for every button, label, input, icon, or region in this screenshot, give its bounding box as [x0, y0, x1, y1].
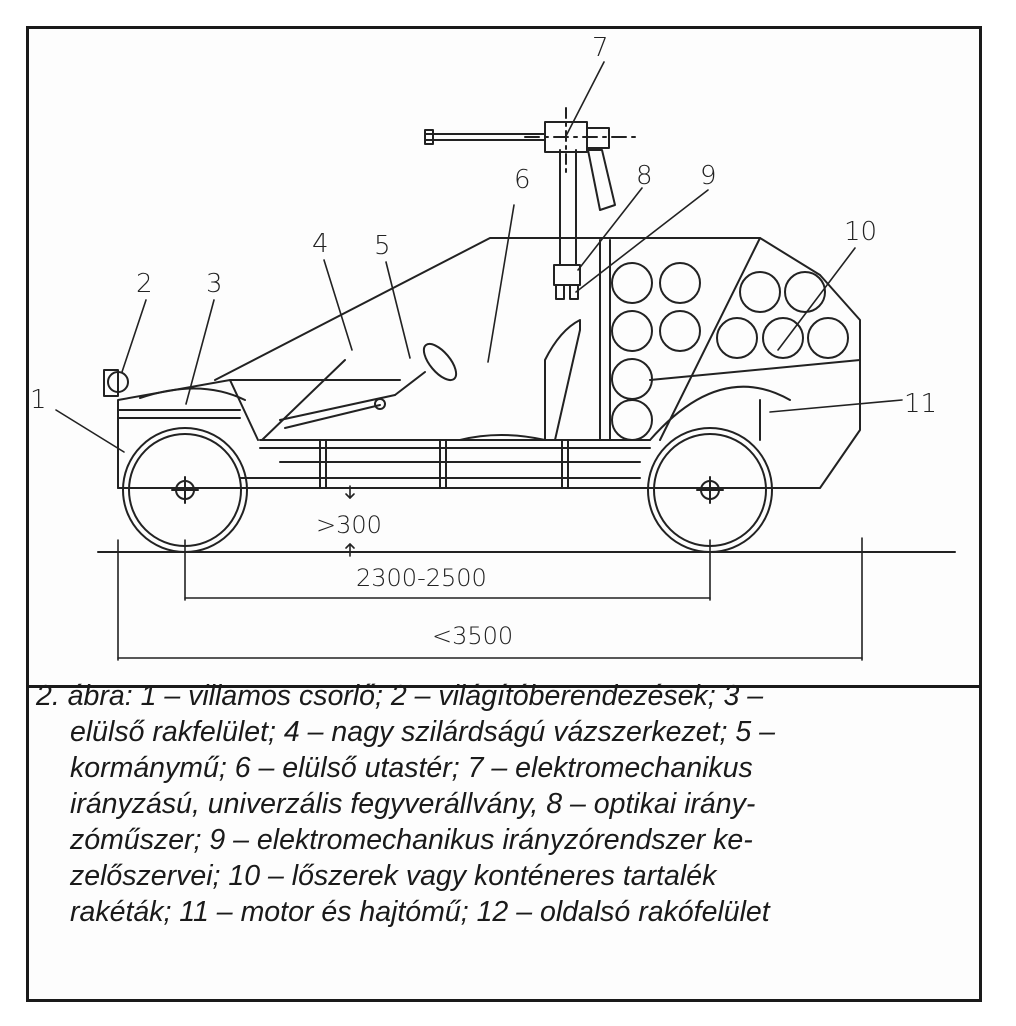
caption-divider: [29, 685, 979, 688]
ammo-containers: [611, 262, 849, 441]
seat: [544, 319, 581, 441]
wheelbase-label: 2300-2500: [356, 564, 487, 592]
light-housing: [103, 369, 119, 397]
caption-line: 2. ábra: 1 – villamos csörlő; 2 – világí…: [36, 680, 764, 712]
callout-7: 7: [592, 33, 609, 63]
roll-cage: [214, 237, 761, 441]
caption-line: kormánymű; 6 – elülső utastér; 7 – elekt…: [70, 752, 753, 784]
callout-11: 11: [904, 389, 937, 419]
overall-length-label: <3500: [432, 622, 513, 650]
caption-line: zelőszervei; 10 – lőszerek vagy konténer…: [70, 860, 717, 892]
caption-line: elülső rakfelület; 4 – nagy szilárdságú …: [70, 716, 775, 748]
caption-line: rakéták; 11 – motor és hajtómű; 12 – old…: [70, 896, 770, 928]
callout-labels: 1 2 3 4 5 6 7 8 9 10 11: [30, 33, 937, 419]
callout-4: 4: [312, 229, 329, 259]
figure-caption: 2. ábra: 1 – villamos csörlő; 2 – világí…: [36, 678, 936, 930]
figure-frame: [26, 26, 982, 1002]
callout-2: 2: [136, 269, 153, 299]
front-wheel: [122, 427, 248, 553]
callout-6: 6: [514, 165, 531, 195]
callout-10: 10: [844, 217, 877, 247]
dimension-lines: [117, 485, 863, 661]
callout-1: 1: [30, 385, 47, 415]
ground-clearance-label: >300: [316, 511, 382, 539]
callout-5: 5: [374, 231, 391, 261]
leader-lines: [55, 61, 903, 453]
rear-wheel: [647, 427, 773, 553]
headlight: [107, 371, 129, 393]
callout-3: 3: [206, 269, 223, 299]
steering-wheel: [422, 342, 458, 382]
callout-8: 8: [636, 161, 653, 191]
weapon-mount: [424, 107, 641, 300]
callout-9: 9: [700, 161, 717, 191]
caption-line: irányzású, univerzális fegyverállvány, 8…: [70, 788, 756, 820]
caption-line: zóműszer; 9 – elektromechanikus irányzór…: [70, 824, 753, 856]
